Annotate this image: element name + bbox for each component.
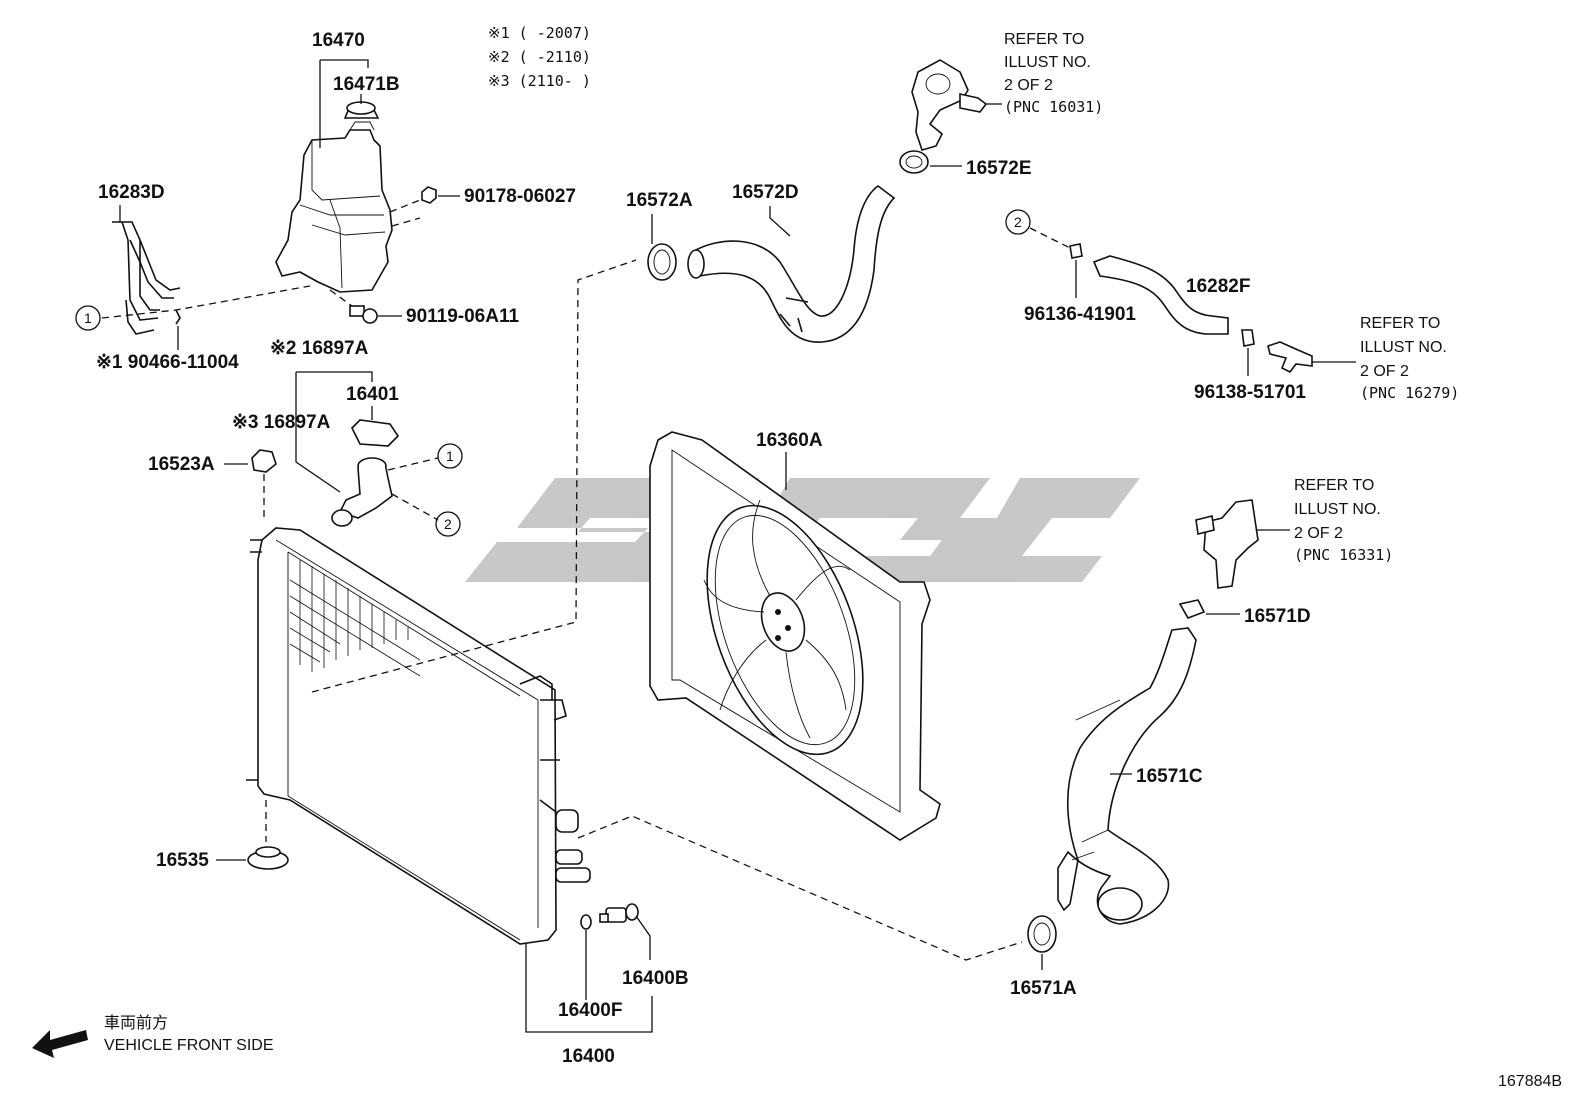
ref-circle-2-filler [435,511,461,537]
note-3: ※3 (2110- ) [488,72,591,90]
clip-90466 [175,309,181,325]
radiator-cap-16401 [351,419,400,447]
water-outlet-housing [911,59,988,151]
o-ring-16400F [580,914,592,930]
filler-neck-16897A [331,457,393,527]
lower-hose-16571C [1057,627,1197,925]
ref-3-line4: (PNC 16331) [1294,546,1393,564]
vehicle-front-arrow-icon [32,1030,88,1058]
ref-2-line2: ILLUST NO. [1360,339,1447,356]
label-96136-41901: 96136-41901 [1024,304,1136,325]
label-16535: 16535 [156,850,209,871]
guide-lower-hose [577,815,1023,961]
label-16471B: 16471B [333,74,400,95]
clamp-16571D [1178,599,1206,619]
label-16897A-3: ※3 16897A [232,412,331,433]
label-16470: 16470 [312,30,365,51]
label-16572E: 16572E [966,158,1032,179]
bypass-hose-16282F [1092,255,1229,335]
ref-1-line3: 2 OF 2 [1004,77,1053,94]
bolt-90119 [349,305,378,324]
ref-circle-1-left [75,305,101,331]
nut-90178 [421,186,437,204]
ref-3-line2: ILLUST NO. [1294,501,1381,518]
clamp-16572E [899,150,929,174]
label-16523A: 16523A [148,454,215,475]
front-label-jp: 車両前方 [104,1014,168,1032]
bracket-16470 [319,59,369,148]
overflow-hose-16283D [112,221,181,335]
ref-1-line4: (PNC 16031) [1004,98,1103,116]
reservoir-tank [275,121,393,293]
ref-2-line3: 2 OF 2 [1360,363,1409,380]
ref-2-line4: (PNC 16279) [1360,384,1459,402]
label-16897A-2: ※2 16897A [270,338,369,359]
note-2: ※2 ( -2110) [488,48,591,66]
label-90466-11004: ※1 90466-11004 [96,352,239,373]
label-16282F: 16282F [1186,276,1250,297]
radiator-assy-16400 [246,527,567,945]
mount-cushion-16535 [247,846,289,870]
label-16360A: 16360A [756,430,823,451]
ref-circle-1-filler [437,443,463,469]
label-16283D: 16283D [98,182,165,203]
label-16572D: 16572D [732,182,799,203]
ref-circle-2-right [1005,209,1031,235]
label-16572A: 16572A [626,190,693,211]
fan-shroud-16360A [649,431,941,841]
label-90178-06027: 90178-06027 [464,186,576,207]
ref-1-line2: ILLUST NO. [1004,54,1091,71]
label-16571D: 16571D [1244,606,1311,627]
radiator-outlet-pipes [555,809,591,883]
reservoir-cap [343,101,380,119]
clamp-16571A [1027,915,1057,953]
label-16401: 16401 [346,384,399,405]
bypass-pipe [1267,341,1313,374]
label-90119-06A11: 90119-06A11 [406,306,519,327]
svg-text:1: 1 [446,448,454,464]
drain-cock-16400B [599,903,639,923]
svg-text:2: 2 [1014,214,1022,230]
label-16400: 16400 [562,1046,615,1067]
label-16400B: 16400B [622,968,689,989]
label-16571A: 16571A [1010,978,1077,999]
label-16400F: 16400F [558,1000,622,1021]
water-inlet-housing [1195,499,1259,589]
front-label-en: VEHICLE FRONT SIDE [104,1037,274,1054]
ref-3-line1: REFER TO [1294,477,1374,494]
clamp-16572A [647,243,677,281]
label-96138-51701: 96138-51701 [1194,382,1306,403]
upper-hose-16572D [687,185,896,343]
label-16571C: 16571C [1136,766,1203,787]
mount-cushion-16523A [251,449,277,473]
illustration-number: 167884B [1498,1073,1562,1090]
note-1: ※1 ( -2007) [488,24,591,42]
ref-2-line1: REFER TO [1360,315,1440,332]
clip-96136 [1069,243,1083,259]
ref-1-line1: REFER TO [1004,31,1084,48]
ref-3-line3: 2 OF 2 [1294,525,1343,542]
guide-upper-hose [311,259,637,693]
svg-text:2: 2 [444,516,452,532]
ref-circle-1-left-label: 1 [84,310,92,326]
clip-96138 [1241,329,1255,347]
